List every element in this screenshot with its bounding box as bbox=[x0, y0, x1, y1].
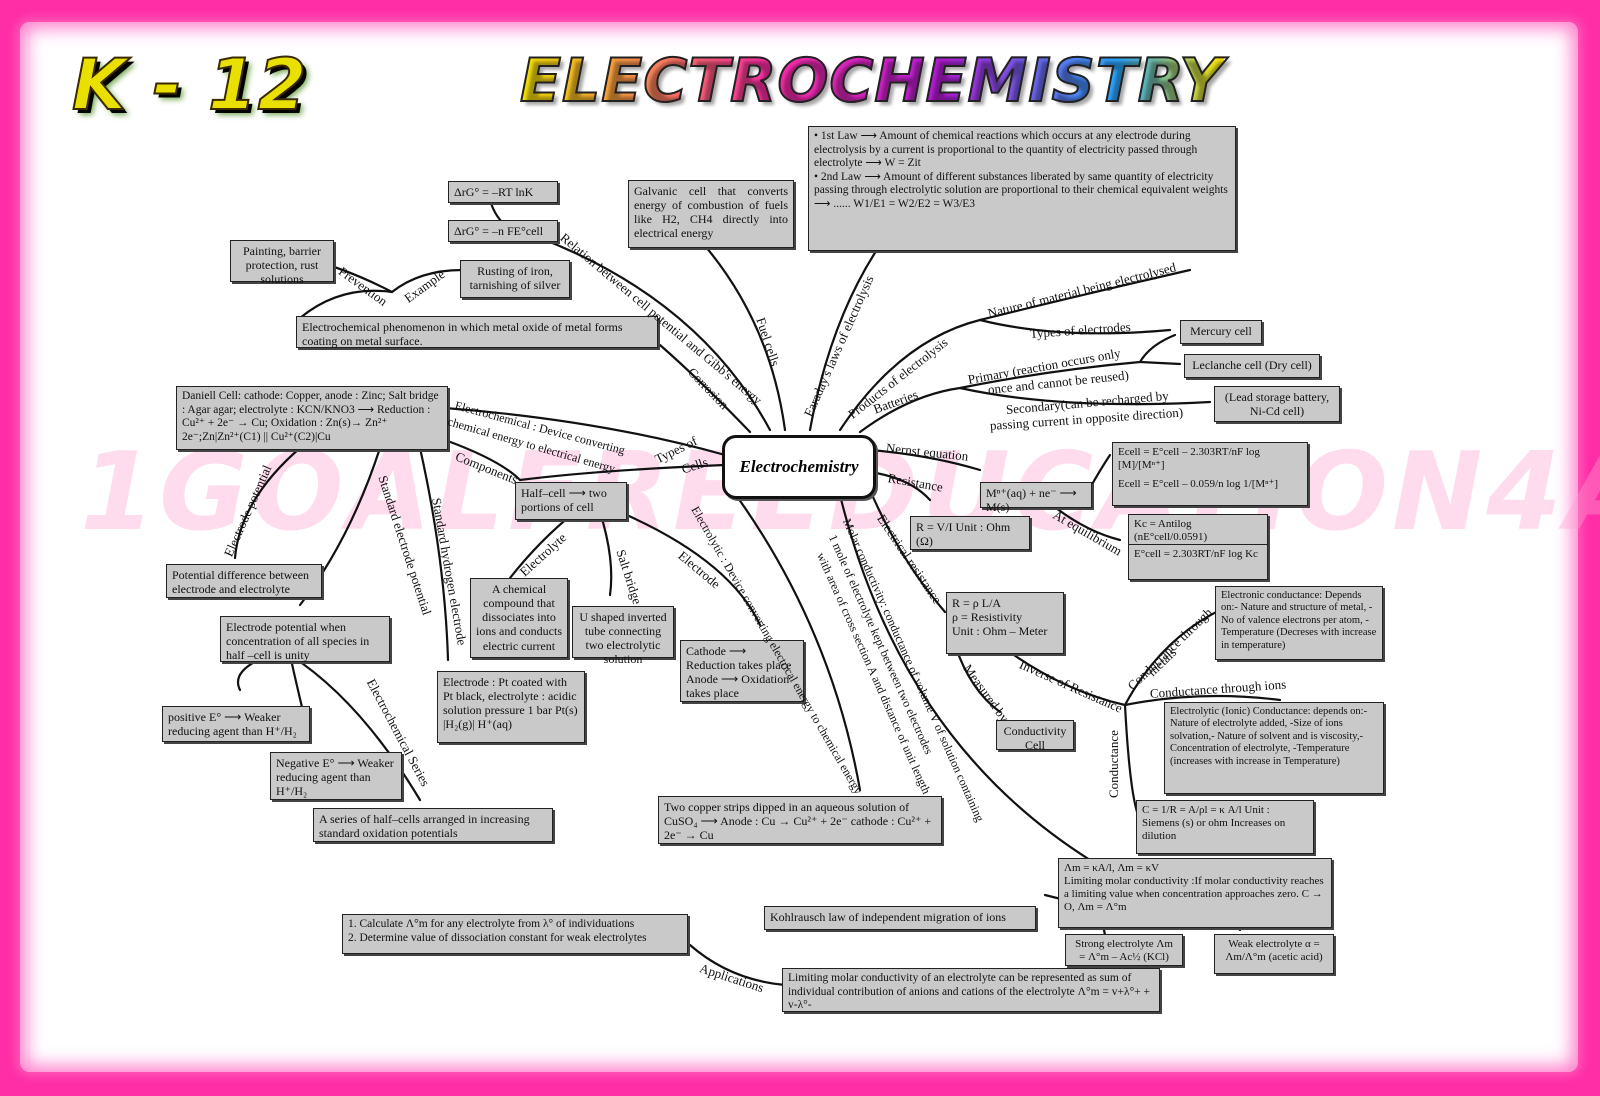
link-corrosion bbox=[658, 343, 752, 434]
gibbs-fe-box: ΔrG° = –n FE°cell bbox=[448, 220, 558, 242]
positive-e-box: positive E° ⟶ Weaker reducing agent than… bbox=[162, 706, 310, 742]
link-metals bbox=[1123, 608, 1222, 707]
negative-e-box: Negative E° ⟶ Weaker reducing agent than… bbox=[270, 752, 402, 800]
faraday-laws-box: • 1st Law ⟶ Amount of chemical reactions… bbox=[808, 126, 1236, 251]
link-resistance bbox=[868, 470, 932, 502]
rusting-box: Rusting of iron, tarnishing of silver bbox=[460, 260, 570, 298]
weak-electrolyte-box: Weak electrolyte α = Λm/Λ°m (acetic acid… bbox=[1214, 934, 1334, 974]
nernst-equations-box: Ecell = E°cell – 2.303RT/nF log [M]/[Mⁿ⁺… bbox=[1112, 442, 1308, 506]
chemical-compound-box: A chemical compound that dissociates int… bbox=[470, 578, 568, 658]
lead-storage-box: (Lead storage battery, Ni-Cd cell) bbox=[1214, 386, 1340, 422]
link-types-electrodes bbox=[978, 318, 1172, 335]
cathode-anode-box: Cathode ⟶ Reduction takes place Anode ⟶ … bbox=[680, 640, 804, 702]
series-box: A series of half–cells arranged in incre… bbox=[313, 808, 553, 842]
link-faraday bbox=[808, 243, 882, 432]
link-daniell bbox=[443, 406, 727, 457]
label-conductance: Conductance bbox=[1106, 730, 1121, 798]
resistance-formula-box: R = V/I Unit : Ohm (Ω) bbox=[910, 516, 1030, 550]
link-hc-electrode bbox=[618, 510, 762, 627]
electronic-conductance-box: Electronic conductance: Depends on:- Nat… bbox=[1215, 586, 1383, 660]
link-halfcell bbox=[443, 438, 727, 482]
mercury-cell-box: Mercury cell bbox=[1180, 320, 1262, 344]
hydrogen-electrode-box: Electrode : Pt coated with Pt black, ele… bbox=[437, 671, 585, 743]
corrosion-definition-box: Electrochemical phenomenon in which meta… bbox=[296, 316, 658, 348]
link-apps bbox=[688, 943, 787, 987]
daniell-cell-box: Daniell Cell: cathode: Copper, anode : Z… bbox=[176, 386, 448, 450]
prevention-box: Painting, barrier protection, rust solut… bbox=[230, 240, 334, 286]
link-elecres bbox=[868, 488, 947, 614]
conductivity-cell-box: Conductivity Cell bbox=[996, 720, 1074, 752]
k12-logo: K - 12 bbox=[71, 43, 308, 127]
molar-conductivity-box: Λm = κA/l, Λm = κV Limiting molar conduc… bbox=[1058, 858, 1332, 928]
link-batteries bbox=[858, 333, 1177, 434]
link-ep bbox=[233, 446, 302, 560]
reduction-equation-box: Mⁿ⁺(aq) + ne⁻ ⟶ M(s) bbox=[980, 482, 1092, 514]
link-nernst bbox=[868, 448, 982, 472]
copper-strips-box: Two copper strips dipped in an aqueous s… bbox=[658, 796, 942, 844]
link-molar bbox=[838, 493, 1092, 862]
link-electrolytic bbox=[723, 478, 862, 792]
link-mn-right bbox=[1088, 453, 1112, 490]
conductance-formula-box: C = 1/R = A/ρl = κ A/l Unit : Siemens (s… bbox=[1136, 800, 1314, 854]
page-title: ELECTROCHEMISTRY bbox=[519, 45, 1224, 117]
link-ions bbox=[1123, 694, 1282, 707]
link-fuel bbox=[698, 238, 787, 432]
standard-potential-box: Electrode potential when concentration o… bbox=[220, 616, 390, 662]
kohlrausch-box: Kohlrausch law of independent migration … bbox=[764, 906, 1036, 930]
central-node: Electrochemistry bbox=[722, 435, 876, 499]
gibbs-lnk-box: ΔrG° = –RT lnK bbox=[448, 181, 558, 203]
nernst-eq1: Ecell = E°cell – 2.303RT/nF log [M]/[Mⁿ⁺… bbox=[1118, 446, 1263, 471]
strong-electrolyte-box: Strong electrolyte Λm = Λ°m – Ac½ (KCl) bbox=[1065, 934, 1183, 966]
potential-difference-box: Potential difference between electrode a… bbox=[166, 564, 322, 598]
ionic-conductance-box: Electrolytic (Ionic) Conductance: depend… bbox=[1164, 702, 1384, 794]
galvanic-fuel-box: Galvanic cell that converts energy of co… bbox=[628, 180, 794, 248]
nernst-eq2: Ecell = E°cell – 0.059/n log 1/[Mⁿ⁺] bbox=[1118, 477, 1279, 490]
limiting-molar-box: Limiting molar conductivity of an electr… bbox=[782, 968, 1160, 1012]
link-she bbox=[418, 446, 450, 662]
link-leclanche bbox=[1138, 360, 1182, 366]
applications-box: 1. Calculate Λ°m for any electrolyte fro… bbox=[342, 914, 688, 954]
ecell-kc-box: E°cell = 2.303RT/nF log Kc bbox=[1128, 544, 1268, 580]
half-cell-box: Half–cell ⟶ two portions of cell bbox=[515, 482, 627, 520]
leclanche-cell-box: Leclanche cell (Dry cell) bbox=[1184, 354, 1320, 378]
link-series bbox=[288, 653, 422, 802]
link-hc-saltbridge bbox=[598, 510, 613, 597]
salt-bridge-box: U shaped inverted tube connecting two el… bbox=[572, 606, 674, 666]
link-secondary bbox=[958, 386, 1212, 406]
resistivity-box: R = ρ L/A ρ = Resistivity Unit : Ohm – M… bbox=[946, 592, 1064, 654]
